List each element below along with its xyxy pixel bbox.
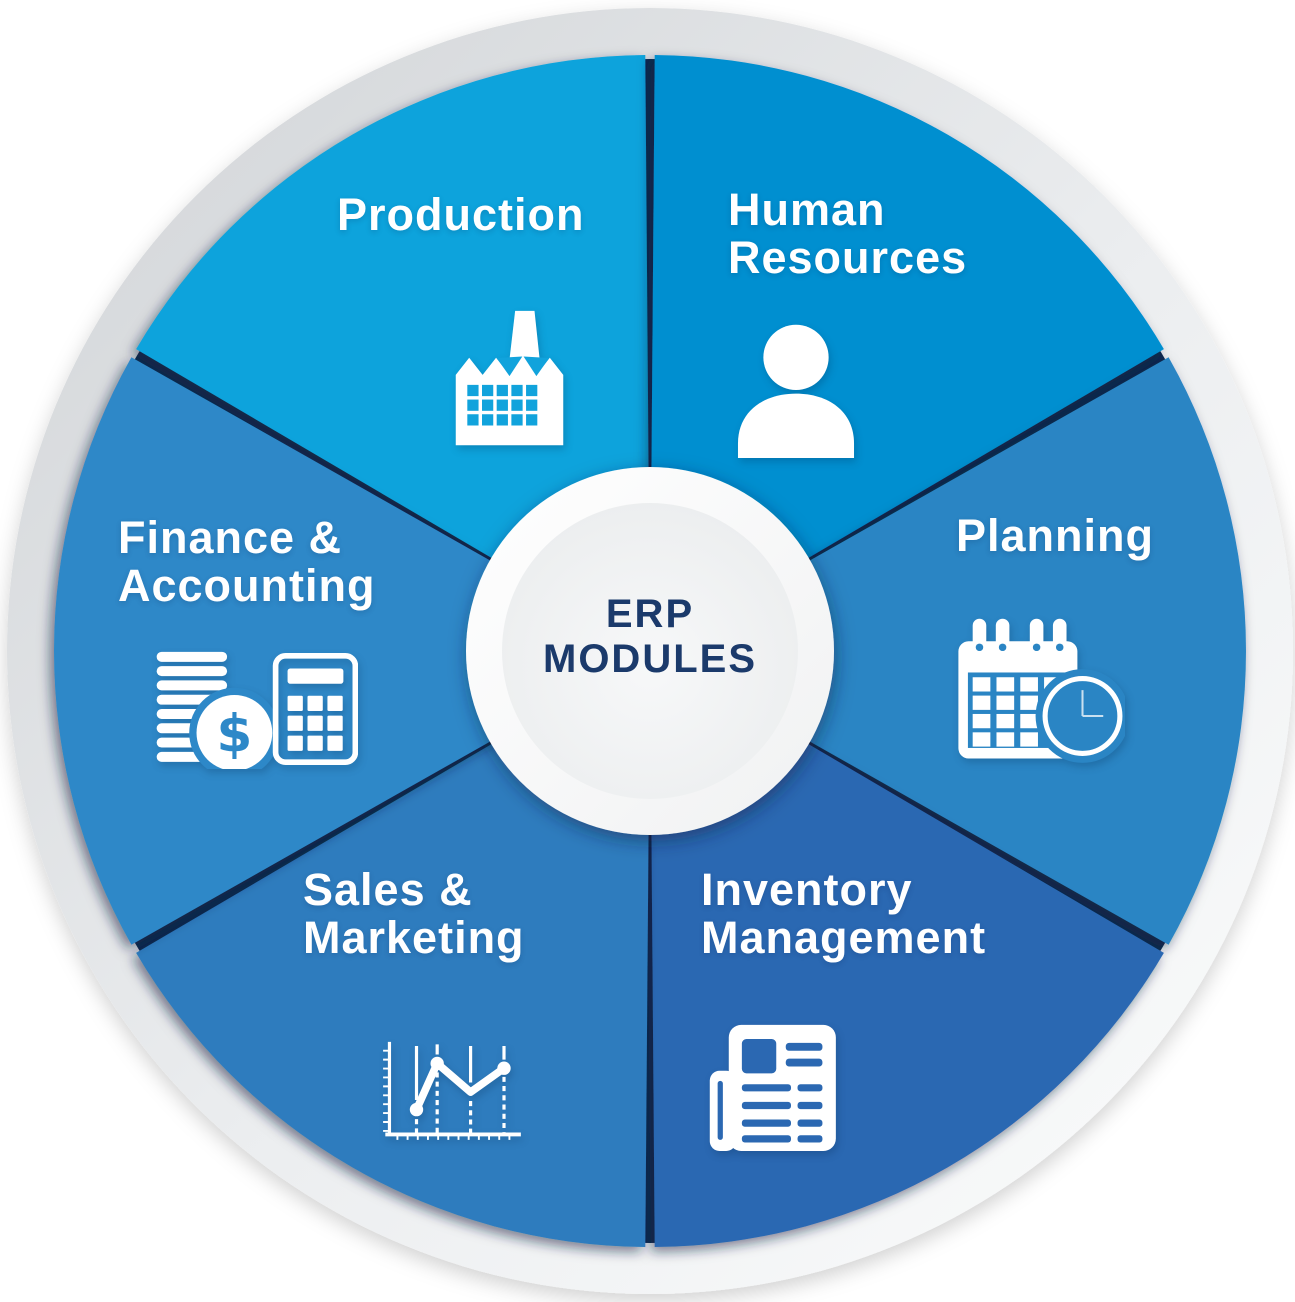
- label-human-resources: Human Resources: [728, 184, 968, 283]
- label-production: Production: [337, 189, 585, 240]
- label-finance-accounting: Finance & Accounting: [118, 512, 376, 611]
- person-icon: [737, 324, 855, 458]
- center-title-line2: MODULES: [543, 637, 757, 681]
- dollar-sign: $: [216, 705, 252, 765]
- label-sales-marketing: Sales & Marketing: [303, 864, 525, 963]
- center-inner-circle: [502, 503, 798, 799]
- segment-sales-marketing: [136, 651, 651, 1247]
- clock-hands: [1081, 690, 1104, 718]
- center-title-line1: ERP: [605, 592, 695, 636]
- calendar-clock-icon: [958, 618, 1125, 763]
- factory-icon: [455, 310, 564, 446]
- segment-human-resources: [650, 55, 1164, 651]
- coins-calculator-icon: $: [156, 651, 358, 769]
- calculator: [272, 653, 358, 765]
- calendar-rings: [972, 618, 1067, 659]
- newspaper-icon: [709, 1024, 836, 1151]
- label-planning: Planning: [956, 510, 1154, 561]
- segment-planning: [650, 357, 1246, 945]
- label-inventory-management: Inventory Management: [701, 864, 987, 963]
- line-chart-icon: [383, 1041, 521, 1140]
- segment-finance-accounting: [54, 357, 650, 945]
- center-title: ERP MODULES: [450, 592, 850, 682]
- segment-production: [136, 55, 651, 651]
